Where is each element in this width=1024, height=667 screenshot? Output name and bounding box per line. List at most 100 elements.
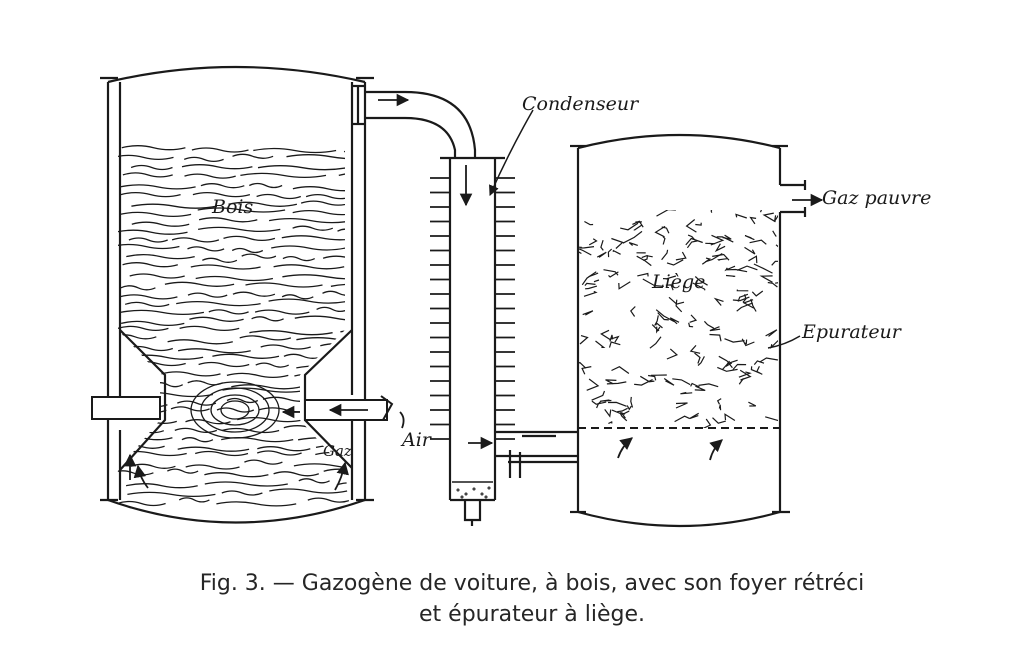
cork-fragment [604,409,612,418]
wood-strand [281,235,350,241]
purifier-inlet-pipe [495,430,578,478]
wood-strand [341,427,350,433]
label-air: Air [400,429,433,451]
wood-strand [191,147,249,153]
condenser-arrows [459,165,494,450]
wood-strand [167,339,233,345]
wood-strand [152,382,184,388]
cork-fragment [749,239,767,245]
cork-fragment [741,338,755,347]
cork-fragment [580,246,595,249]
cork-fragment [703,320,715,329]
wood-strand [131,203,218,209]
cork-fragment [697,356,705,366]
wood-strand [298,478,330,484]
wood-strand [121,145,186,151]
cork-fragment [606,381,627,385]
wood-strand [294,315,350,321]
cork-fragment [654,225,666,238]
wood-strand [254,309,310,315]
wood-strand [171,237,220,243]
cork-fragment [705,252,723,263]
cork-fragment [611,237,624,249]
cork-fragment [593,279,600,283]
wood-strand [125,345,174,352]
wood-strand [179,325,240,332]
wood-strand [268,298,349,304]
wood-strand [125,483,198,489]
wood-strand [178,497,210,503]
cork-fragment [611,409,630,416]
cork-fragment [709,333,722,342]
cork-fragment [666,259,684,266]
condenser [440,156,505,526]
wood-strand [281,294,314,300]
wood-strand [208,309,249,315]
cork-fragment [689,344,701,354]
cork-fragment [694,385,706,391]
cork-fragment [722,234,732,240]
cork-fragment [744,246,756,255]
cork-fragment [581,366,592,375]
wood-strand [273,471,320,477]
gasifier-arrows [123,403,405,491]
purifier-bottom [577,510,781,528]
cork-fragment [701,257,712,265]
cork-fragment [675,299,683,313]
label-liege: Liège [651,271,705,293]
wood-strand [174,427,218,434]
cork-fragment [686,240,698,249]
cork-fragment [582,310,594,316]
cork-fragment [742,299,755,309]
cork-fragment [636,255,652,267]
wood-strand [330,283,350,289]
cork-fragment [608,341,621,348]
wood-strand [120,285,156,291]
cork-fragment [581,271,597,286]
wood-strand [202,257,238,263]
wood-strand [129,273,185,279]
cork-fragment [738,378,744,385]
wood-strand [251,316,284,322]
wood-strand [244,459,283,465]
cork-fragment [666,348,679,360]
cork-fragment [724,413,736,422]
cork-fragment [702,418,712,428]
cork-fragment [725,274,736,277]
cork-fragment [637,272,649,277]
wood-strand [292,209,350,216]
cork-fragment [641,255,653,259]
wood-strand [335,356,350,363]
cork-fragment [689,412,700,420]
cork-fragment [591,390,606,401]
wood-strand [232,291,276,297]
wood-strand [170,406,210,412]
wood-strand [245,282,323,288]
cork-fragment [772,230,777,237]
purifier-arrows [617,193,824,461]
cork-fragment [596,251,607,258]
cork-fragment [622,230,643,244]
cork-fragment [710,210,713,213]
wood-strand [119,211,192,218]
wood-strand [115,243,180,250]
wood-strand [130,164,173,171]
cork-fragment [749,216,757,225]
wood-strand [240,172,327,179]
wood-strand [314,378,350,384]
wood-strand [340,329,350,335]
wood-strand [338,172,350,179]
wood-strand [256,193,302,200]
cork-fragment [739,369,752,381]
wood-strand [120,309,205,316]
wood-strand [216,501,297,507]
cork-fragment [753,263,773,274]
cork-fragment [759,210,762,213]
cork-fragment [682,285,685,292]
wood-strand [181,164,253,170]
gasifier-diagram: Bois Condenseur Gaz pauvre Liège Epurate… [91,65,931,528]
cork-fragment [634,379,653,386]
cork-fragment [665,284,674,291]
cork-fragment [680,391,693,395]
cork-fragment [717,366,738,372]
